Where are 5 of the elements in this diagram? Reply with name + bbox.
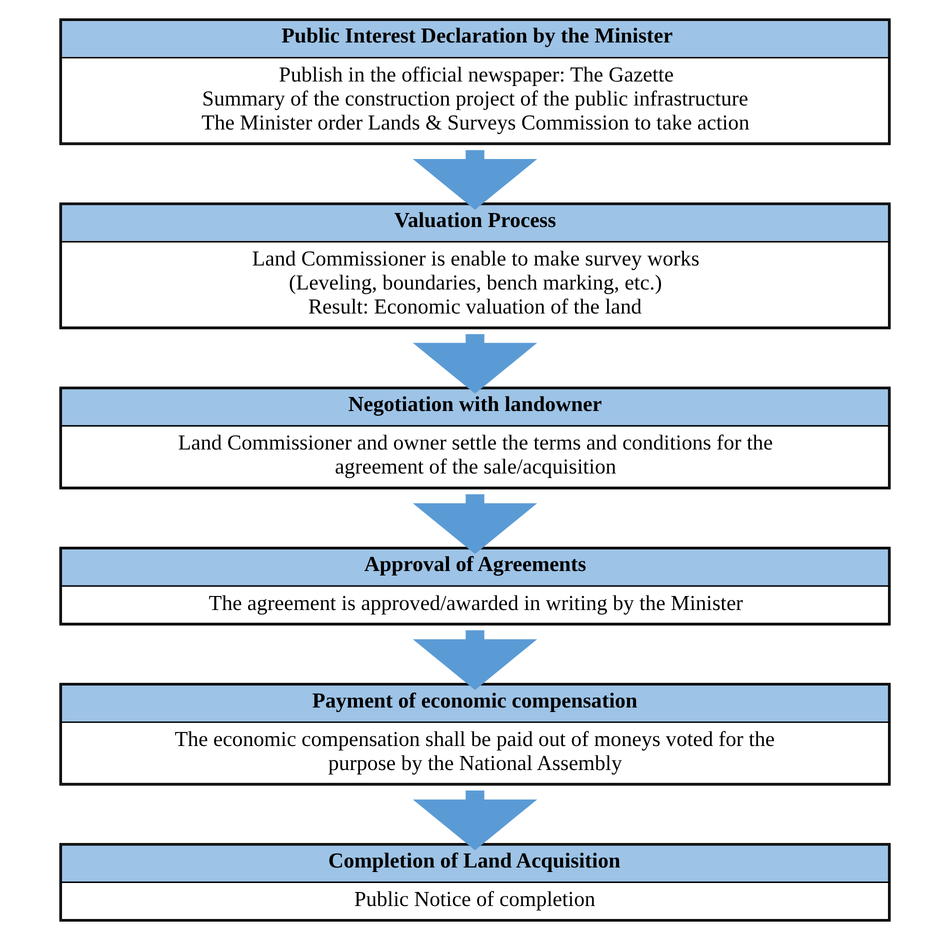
- arrow: [412, 630, 537, 690]
- arrow: [412, 150, 537, 210]
- arrow: [412, 494, 537, 554]
- arrow: [412, 790, 537, 850]
- arrow: [412, 334, 537, 394]
